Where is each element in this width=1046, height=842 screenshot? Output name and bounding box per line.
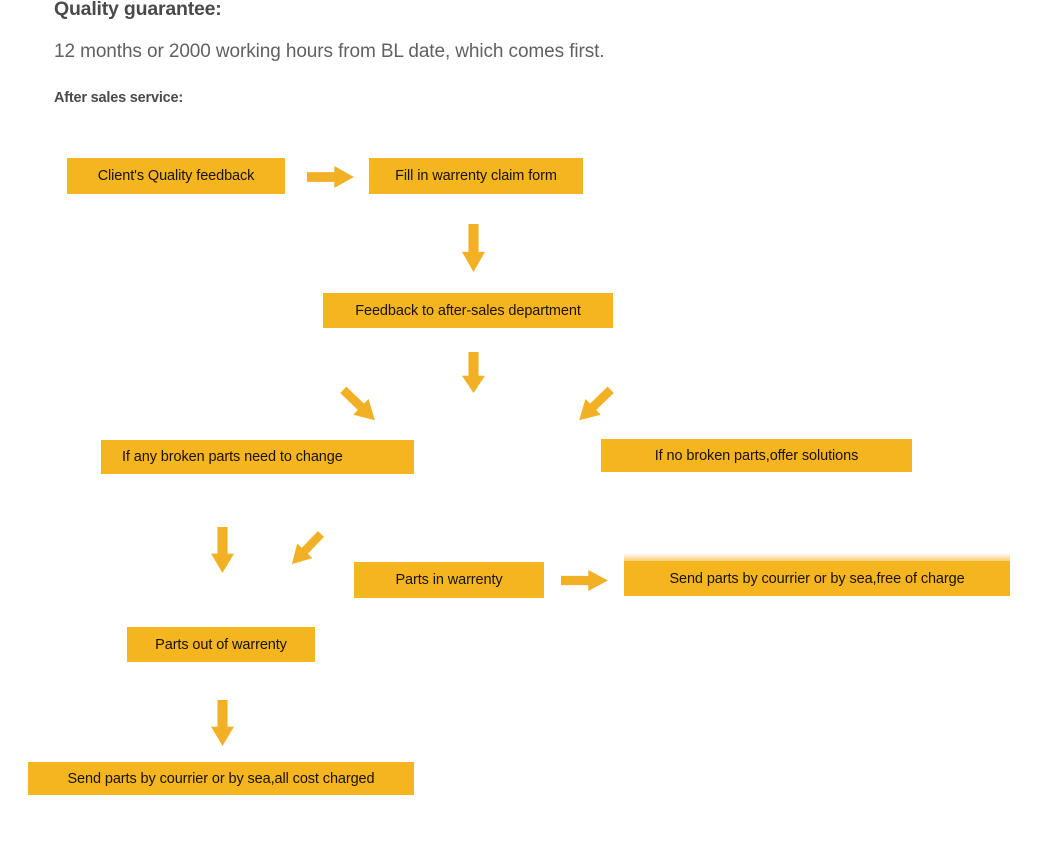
flow-node-parts-out-warrenty: Parts out of warrenty bbox=[127, 627, 315, 662]
flow-node-claim-form: Fill in warrenty claim form bbox=[369, 158, 583, 194]
flow-node-no-broken-parts: If no broken parts,offer solutions bbox=[601, 439, 912, 472]
after-sales-service-heading: After sales service: bbox=[54, 90, 183, 106]
arrow-down-right-icon bbox=[284, 527, 328, 572]
flow-node-send-all-cost-charged: Send parts by courrier or by sea,all cos… bbox=[28, 762, 414, 795]
arrow-down-icon bbox=[462, 352, 485, 393]
flow-node-parts-in-warrenty: Parts in warrenty bbox=[354, 562, 544, 598]
flow-node-feedback-department: Feedback to after-sales department bbox=[323, 293, 613, 328]
arrow-down-icon bbox=[462, 224, 485, 272]
flow-node-broken-parts-change: If any broken parts need to change bbox=[101, 440, 414, 474]
arrow-right-icon bbox=[307, 166, 354, 188]
arrow-right-icon bbox=[561, 570, 608, 591]
quality-guarantee-description: 12 months or 2000 working hours from BL … bbox=[54, 41, 605, 62]
arrow-down-icon bbox=[211, 527, 234, 573]
arrow-down-right-icon bbox=[572, 382, 619, 428]
flow-node-client-feedback: Client's Quality feedback bbox=[67, 158, 285, 194]
flow-node-send-free-of-charge: Send parts by courrier or by sea,free of… bbox=[624, 553, 1010, 596]
page-title: Quality guarantee: bbox=[54, 0, 222, 20]
arrow-down-icon bbox=[211, 700, 234, 746]
arrow-down-left-icon bbox=[336, 382, 383, 428]
